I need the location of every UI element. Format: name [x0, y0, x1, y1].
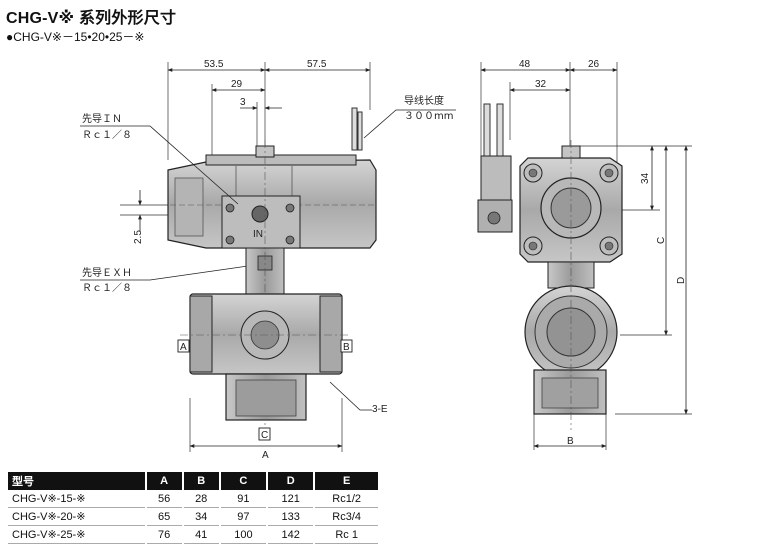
label-pilot-in-thread: Ｒｃ１／８	[82, 129, 132, 141]
table-row: CHG-V※-15-※ 56 28 91 121 Rc1/2	[8, 490, 380, 508]
header-c: C	[219, 472, 269, 490]
side-dim-d: D	[676, 277, 687, 284]
label-pilot-in: 先导ＩＮ	[82, 113, 122, 125]
side-dim-48: 48	[519, 59, 531, 70]
port-b-label: B	[343, 342, 350, 353]
cell-e: Rc3/4	[314, 507, 380, 526]
cell-model: CHG-V※-25-※	[8, 525, 147, 544]
cell-a: 56	[145, 490, 184, 508]
cell-e: Rc1/2	[314, 490, 380, 508]
dim-2-5: 2.5	[133, 230, 144, 244]
port-a-label: A	[180, 342, 187, 353]
cell-model: CHG-V※-20-※	[8, 507, 147, 526]
side-view: 48 26 32 34 C D B	[477, 59, 692, 450]
dim-57-5: 57.5	[307, 59, 327, 70]
cell-d: 142	[267, 525, 316, 544]
side-dim-c: C	[656, 237, 667, 244]
cell-b: 28	[182, 490, 221, 508]
table-row: CHG-V※-20-※ 65 34 97 133 Rc3/4	[8, 507, 380, 526]
port-c-label: C	[261, 430, 268, 441]
cell-d: 121	[267, 490, 316, 508]
model-subtitle: ●CHG-V※－15•20•25－※	[6, 30, 145, 44]
cell-c: 91	[219, 490, 269, 508]
cell-b: 41	[182, 525, 221, 544]
dim-53-5: 53.5	[204, 59, 224, 70]
cell-c: 97	[219, 507, 269, 526]
page-title: CHG-V※ 系列外形尺寸	[6, 10, 177, 27]
label-in-mark: IN	[253, 229, 263, 240]
dim-a-label: A	[262, 450, 269, 461]
side-dim-26: 26	[588, 59, 600, 70]
label-lead-wire: 导线长度	[404, 94, 444, 107]
header-a: A	[145, 472, 184, 490]
cell-b: 34	[182, 507, 221, 526]
dimension-drawing: 53.5 57.5 29 3 2.5 先导ＩＮ Ｒｃ１／８ 先导ＥＸＨ Ｒｃ１／…	[80, 59, 692, 461]
label-lead-wire-length: ３００mm	[404, 111, 453, 122]
cell-model: CHG-V※-15-※	[8, 490, 147, 508]
header-b: B	[182, 472, 221, 490]
dim-29: 29	[231, 79, 243, 90]
side-dim-34: 34	[640, 172, 651, 184]
table-header-row: 型号 A B C D E	[8, 472, 380, 490]
cell-c: 100	[219, 525, 269, 544]
cell-d: 133	[267, 507, 316, 526]
header-e: E	[314, 472, 380, 490]
dimension-table: 型号 A B C D E CHG-V※-15-※ 56 28 91 121 Rc…	[8, 472, 380, 544]
table-row: CHG-V※-25-※ 76 41 100 142 Rc 1	[8, 525, 380, 544]
cell-a: 65	[145, 507, 184, 526]
dim-3: 3	[240, 97, 246, 108]
cell-a: 76	[145, 525, 184, 544]
label-pilot-exh-thread: Ｒｃ１／８	[82, 282, 132, 294]
front-view: 53.5 57.5 29 3 2.5 先导ＩＮ Ｒｃ１／８ 先导ＥＸＨ Ｒｃ１／…	[80, 59, 456, 461]
header-model: 型号	[8, 472, 147, 490]
cell-e: Rc 1	[314, 525, 380, 544]
side-dim-b: B	[567, 436, 574, 447]
side-dim-32: 32	[535, 79, 547, 90]
label-pilot-exh: 先导ＥＸＨ	[82, 267, 132, 279]
label-3-e: 3-E	[372, 404, 388, 415]
header-d: D	[267, 472, 316, 490]
